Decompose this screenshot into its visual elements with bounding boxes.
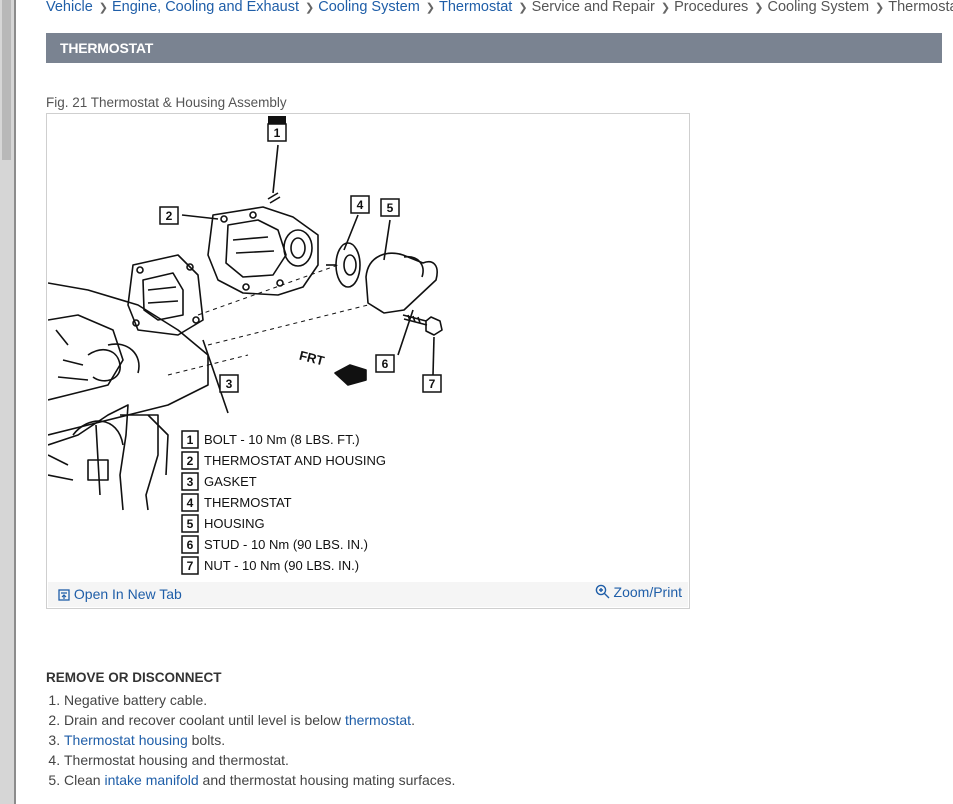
figure-caption: Fig. 21 Thermostat & Housing Assembly xyxy=(46,95,287,110)
callout-3: 3 xyxy=(226,377,233,391)
callout-1: 1 xyxy=(274,126,281,140)
step-text: Drain and recover coolant until level is… xyxy=(64,712,345,728)
figure-footer: Open In New Tab Zoom/Print xyxy=(48,582,688,607)
chevron-right-icon: ❯ xyxy=(875,2,885,14)
procedure-steps: Negative battery cable. Drain and recover… xyxy=(46,690,455,790)
frt-label: FRT xyxy=(298,348,326,369)
open-in-new-tab-link[interactable]: Open In New Tab xyxy=(58,586,182,602)
zoom-in-icon xyxy=(595,584,610,599)
diagram-legend: 1 BOLT - 10 Nm (8 LBS. FT.) 2 THERMOSTAT AN… xyxy=(181,430,386,575)
legend-number-box xyxy=(181,556,199,575)
callout-6: 6 xyxy=(382,357,389,371)
step-link[interactable]: intake manifold xyxy=(104,772,199,788)
legend-number: 1 xyxy=(187,433,194,447)
callout-2: 2 xyxy=(166,209,173,223)
procedure-step: Thermostat housing and thermostat. xyxy=(64,750,455,770)
legend-text: THERMOSTAT xyxy=(204,495,292,510)
legend-text: BOLT - 10 Nm (8 LBS. FT.) xyxy=(204,432,360,447)
step-text: Negative battery cable. xyxy=(64,692,208,708)
legend-number: 3 xyxy=(187,475,194,489)
step-link[interactable]: thermostat xyxy=(344,712,412,728)
open-in-new-tab-label: Open In New Tab xyxy=(73,586,182,602)
chevron-right-icon: ❯ xyxy=(518,2,528,14)
legend-number: 2 xyxy=(187,454,194,468)
breadcrumb-item: Service and Repair xyxy=(531,0,655,15)
step-text: Clean xyxy=(64,772,105,788)
section-heading: REMOVE OR DISCONNECT xyxy=(46,670,222,685)
procedure-step: Clean intake manifold and thermostat hou… xyxy=(64,770,455,790)
legend-number-box xyxy=(181,535,199,554)
chevron-right-icon: ❯ xyxy=(754,2,764,14)
legend-text: GASKET xyxy=(204,474,257,489)
step-text: and thermostat housing mating surfaces. xyxy=(198,772,456,788)
legend-number-box xyxy=(181,493,199,512)
open-in-new-tab-icon xyxy=(58,589,70,601)
diagram-callouts: 1 2 3 4 5 6 7 FRT xyxy=(159,116,442,393)
step-text: . xyxy=(411,712,415,728)
breadcrumb-item[interactable]: Thermostat xyxy=(439,0,513,15)
callout-7: 7 xyxy=(429,377,436,391)
breadcrumb-item: Thermostat xyxy=(888,0,953,15)
breadcrumb-item: Procedures xyxy=(674,0,749,15)
legend-text: THERMOSTAT AND HOUSING xyxy=(204,453,386,468)
chevron-right-icon: ❯ xyxy=(660,2,671,14)
legend-text: HOUSING xyxy=(204,516,265,531)
chevron-right-icon: ❯ xyxy=(425,2,435,14)
legend-number: 5 xyxy=(187,517,194,531)
legend-number: 6 xyxy=(187,538,194,552)
zoom-print-link[interactable]: Zoom/Print xyxy=(595,584,682,600)
scrollbar-thumb[interactable] xyxy=(2,0,11,160)
callout-5: 5 xyxy=(387,201,394,215)
legend-number-box xyxy=(181,430,199,449)
procedure-step: Negative battery cable. xyxy=(64,690,455,710)
legend-text: NUT - 10 Nm (90 LBS. IN.) xyxy=(204,558,359,573)
step-text: bolts. xyxy=(187,732,226,748)
step-text: Thermostat housing and thermostat. xyxy=(64,752,289,768)
breadcrumb: Vehicle❯Engine, Cooling and Exhaust❯Cool… xyxy=(46,0,953,17)
breadcrumb-item[interactable]: Vehicle xyxy=(46,0,93,15)
legend-number-box xyxy=(181,472,199,491)
breadcrumb-item[interactable]: Engine, Cooling and Exhaust xyxy=(111,0,300,15)
procedure-step: Drain and recover coolant until level is… xyxy=(64,710,455,730)
section-banner: THERMOSTAT xyxy=(46,33,942,63)
left-scrollbar[interactable] xyxy=(0,0,16,804)
step-link[interactable]: Thermostat housing xyxy=(64,732,188,748)
legend-number: 4 xyxy=(187,496,194,510)
legend-number-box xyxy=(181,514,199,533)
legend-text: STUD - 10 Nm (90 LBS. IN.) xyxy=(204,537,368,552)
breadcrumb-item[interactable]: Cooling System xyxy=(318,0,420,15)
legend-number: 7 xyxy=(187,559,194,573)
callout-4: 4 xyxy=(357,198,364,212)
procedure-step: Thermostat housing bolts. xyxy=(64,730,455,750)
zoom-print-label: Zoom/Print xyxy=(613,584,682,600)
chevron-right-icon: ❯ xyxy=(98,2,108,14)
legend-number-box xyxy=(181,451,199,470)
breadcrumb-item: Cooling System xyxy=(767,0,870,15)
chevron-right-icon: ❯ xyxy=(305,2,315,14)
